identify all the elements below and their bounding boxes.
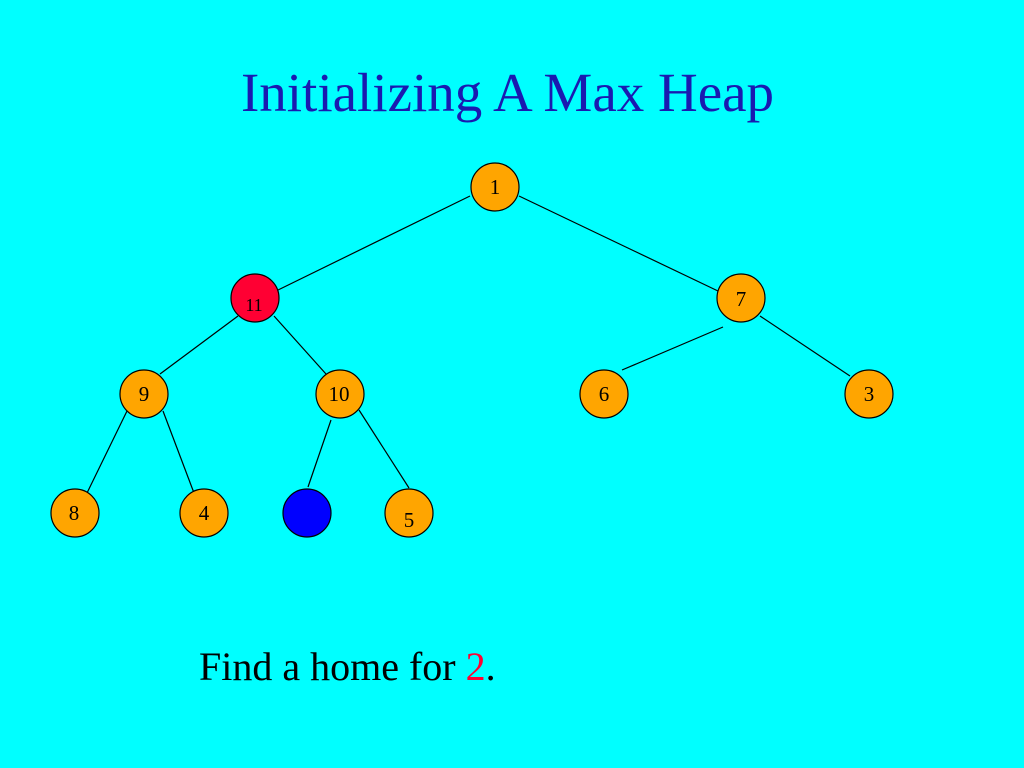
highlighted-value: 2 [465, 644, 486, 689]
slide-title: Initializing A Max Heap [240, 62, 775, 123]
heap-node: 5 [384, 488, 434, 538]
heap-node: 7 [716, 273, 766, 323]
heap-node-circle [470, 162, 520, 212]
nodes: 1 11 7 9 10 6 [50, 162, 894, 538]
edge-9-4 [162, 410, 195, 494]
edge-11-10 [273, 315, 327, 375]
heap-node: 9 [119, 369, 169, 419]
heap-node-circle [119, 369, 169, 419]
heap-node-label: 5 [404, 508, 415, 532]
heap-node-label: 3 [864, 382, 875, 406]
heap-node-label: 1 [490, 175, 501, 199]
heap-node: 3 [844, 369, 894, 419]
empty-node-circle [282, 488, 332, 538]
instruction-prefix: Find a home for [199, 644, 466, 689]
current-node-label: 11 [245, 295, 262, 315]
heap-node-label: 9 [139, 382, 150, 406]
edges [86, 195, 851, 494]
heap-node: 8 [50, 488, 100, 538]
edge-1-7 [518, 195, 719, 292]
heap-node: 1 [470, 162, 520, 212]
heap-node-current: 11 [230, 273, 280, 323]
edge-1-11 [275, 195, 471, 292]
edge-7-3 [759, 315, 851, 377]
heap-node-label: 8 [69, 501, 80, 525]
heap-node-circle [716, 273, 766, 323]
heap-node: 10 [315, 369, 365, 419]
heap-node-circle [179, 488, 229, 538]
edge-7-6 [621, 326, 724, 371]
empty-heap-position [282, 488, 332, 538]
heap-node-circle [384, 488, 434, 538]
heap-node-label: 4 [199, 501, 210, 525]
heap-node-circle [844, 369, 894, 419]
heap-node-label: 6 [599, 382, 610, 406]
current-node-circle [230, 273, 280, 323]
heap-node: 4 [179, 488, 229, 538]
edge-10-5 [358, 409, 410, 489]
instruction-suffix: . [485, 644, 496, 689]
heap-node-circle [50, 488, 100, 538]
edge-11-9 [159, 315, 239, 375]
heap-node-circle [315, 369, 365, 419]
heap-node-label: 7 [736, 287, 747, 311]
edge-10-empty [307, 419, 332, 488]
heap-node-circle [579, 369, 629, 419]
edge-9-8 [86, 410, 128, 494]
heap-node: 6 [579, 369, 629, 419]
instruction-text: Find a home for 2. [199, 644, 496, 690]
heap-node-label: 10 [329, 382, 350, 406]
